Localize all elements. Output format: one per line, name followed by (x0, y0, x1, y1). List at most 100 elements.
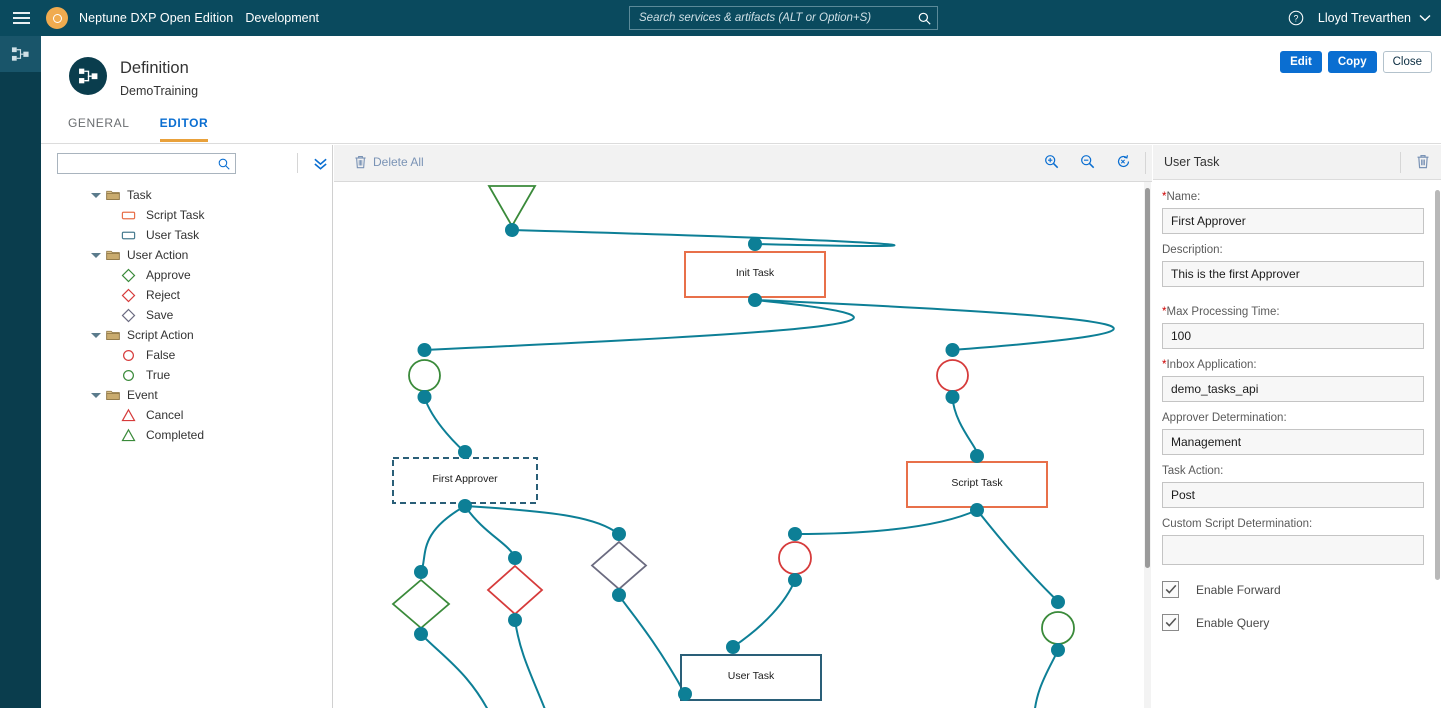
tree-item-completed[interactable]: Completed (49, 425, 333, 445)
connection-port[interactable] (726, 640, 740, 654)
connection-edge[interactable] (423, 396, 466, 453)
zoom-out-icon[interactable] (1080, 154, 1095, 169)
connection-edge[interactable] (794, 509, 978, 535)
delete-all-button[interactable]: Delete All (354, 155, 424, 169)
diagram-node-rej[interactable] (486, 564, 544, 616)
diagram-node-false2[interactable] (778, 541, 812, 575)
connection-port[interactable] (678, 687, 692, 701)
connection-edge[interactable] (754, 299, 1115, 351)
chevron-down-icon[interactable] (1419, 14, 1431, 22)
tree-group-task[interactable]: Task (49, 185, 333, 205)
connection-port[interactable] (1051, 595, 1065, 609)
connection-port[interactable] (458, 499, 472, 513)
tree-item-save[interactable]: Save (49, 305, 333, 325)
tree-item-script-task[interactable]: Script Task (49, 205, 333, 225)
diagram-node-true1[interactable] (408, 359, 441, 392)
checkbox-row[interactable]: Enable Query (1162, 614, 1432, 631)
zoom-in-icon[interactable] (1044, 154, 1059, 169)
diagram-node-approv[interactable] (392, 457, 538, 504)
connection-port[interactable] (417, 390, 432, 404)
tree-item-false[interactable]: False (49, 345, 333, 365)
tree-group-script-action[interactable]: Script Action (49, 325, 333, 345)
delete-node-button[interactable] (1416, 154, 1430, 169)
connection-port[interactable] (458, 445, 472, 459)
properties-scrollbar[interactable] (1435, 190, 1440, 580)
connection-edge[interactable] (464, 505, 516, 559)
chevron-down-icon[interactable] (91, 332, 101, 338)
tree-item-cancel[interactable]: Cancel (49, 405, 333, 425)
connection-port[interactable] (788, 573, 802, 587)
connection-port[interactable] (612, 527, 626, 541)
connection-edge[interactable] (618, 594, 686, 695)
diagram-node-appr[interactable] (391, 578, 451, 630)
connection-port[interactable] (505, 223, 519, 237)
search-icon[interactable] (213, 158, 235, 170)
connection-edge[interactable] (464, 505, 620, 535)
palette-search[interactable] (57, 153, 236, 174)
field-input[interactable] (1162, 261, 1424, 287)
connection-port[interactable] (414, 565, 428, 579)
field-input[interactable] (1162, 535, 1424, 565)
tree-item-approve[interactable]: Approve (49, 265, 333, 285)
connection-edge[interactable] (1034, 649, 1059, 708)
checkbox-row[interactable]: Enable Forward (1162, 581, 1432, 598)
palette-search-input[interactable] (58, 156, 213, 171)
tab-editor[interactable]: EDITOR (159, 116, 209, 142)
diagram-node-script[interactable] (906, 461, 1048, 508)
reset-zoom-icon[interactable] (1116, 154, 1131, 169)
connection-port[interactable] (417, 343, 432, 357)
checkbox-enable-forward[interactable] (1162, 581, 1179, 598)
tree-item-true[interactable]: True (49, 365, 333, 385)
expand-all-icon[interactable] (309, 152, 331, 174)
connection-edge[interactable] (424, 299, 855, 351)
tab-general[interactable]: GENERAL (68, 116, 130, 130)
diagram-node-true2[interactable] (1041, 611, 1075, 645)
connection-edge[interactable] (951, 396, 979, 457)
diagram-node-init[interactable] (684, 251, 826, 298)
diagram-node-false1[interactable] (936, 359, 969, 392)
connection-port[interactable] (508, 613, 522, 627)
connection-port[interactable] (1051, 643, 1065, 657)
canvas-vertical-scrollbar[interactable] (1144, 182, 1151, 708)
connection-edge[interactable] (976, 509, 1060, 603)
tree-item-reject[interactable]: Reject (49, 285, 333, 305)
connection-port[interactable] (748, 293, 762, 307)
connection-port[interactable] (414, 627, 428, 641)
user-name[interactable]: Lloyd Trevarthen (1317, 11, 1411, 25)
connection-edge[interactable] (420, 505, 466, 573)
connection-port[interactable] (508, 551, 522, 565)
connection-port[interactable] (612, 588, 626, 602)
close-button[interactable]: Close (1382, 51, 1432, 73)
help-circle-icon[interactable]: ? (1288, 10, 1304, 26)
tree-group-user-action[interactable]: User Action (49, 245, 333, 265)
tree-item-user-task[interactable]: User Task (49, 225, 333, 245)
connection-port[interactable] (945, 390, 960, 404)
global-search[interactable] (629, 6, 938, 30)
search-icon[interactable] (911, 12, 937, 25)
workflow-diagram[interactable] (334, 182, 1152, 708)
diagram-node-usertk[interactable] (680, 654, 822, 701)
connection-port[interactable] (970, 503, 984, 517)
diagram-node-start[interactable] (487, 185, 537, 228)
chevron-down-icon[interactable] (91, 392, 101, 398)
connection-edge[interactable] (732, 579, 796, 648)
field-input[interactable] (1162, 376, 1424, 402)
tree-group-event[interactable]: Event (49, 385, 333, 405)
copy-button[interactable]: Copy (1327, 51, 1377, 73)
diagram-node-save[interactable] (590, 540, 648, 591)
field-input[interactable] (1162, 482, 1424, 508)
connection-edge[interactable] (514, 619, 550, 708)
chevron-down-icon[interactable] (91, 252, 101, 258)
connection-edge[interactable] (511, 229, 896, 248)
hamburger-menu-icon[interactable] (0, 0, 42, 36)
connection-port[interactable] (970, 449, 984, 463)
connection-edge[interactable] (420, 633, 494, 708)
rail-item-workflow[interactable] (0, 36, 41, 72)
connection-port[interactable] (945, 343, 960, 357)
chevron-down-icon[interactable] (91, 192, 101, 198)
edit-button[interactable]: Edit (1280, 51, 1322, 73)
checkbox-enable-query[interactable] (1162, 614, 1179, 631)
search-input[interactable] (630, 11, 911, 25)
connection-port[interactable] (748, 237, 762, 251)
